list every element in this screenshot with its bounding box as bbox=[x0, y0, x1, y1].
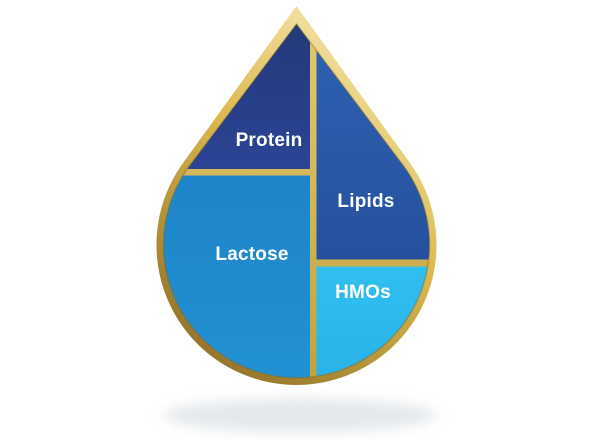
section-lipids bbox=[316, 24, 430, 260]
section-protein-label: Protein bbox=[236, 130, 303, 151]
section-hmos-label: HMOs bbox=[335, 282, 391, 303]
droplet-inner-rim bbox=[162, 22, 431, 379]
section-lactose bbox=[163, 175, 310, 378]
drop-shadow bbox=[163, 398, 437, 433]
section-lipids-label: Lipids bbox=[337, 191, 394, 212]
section-lactose-label: Lactose bbox=[215, 244, 288, 265]
